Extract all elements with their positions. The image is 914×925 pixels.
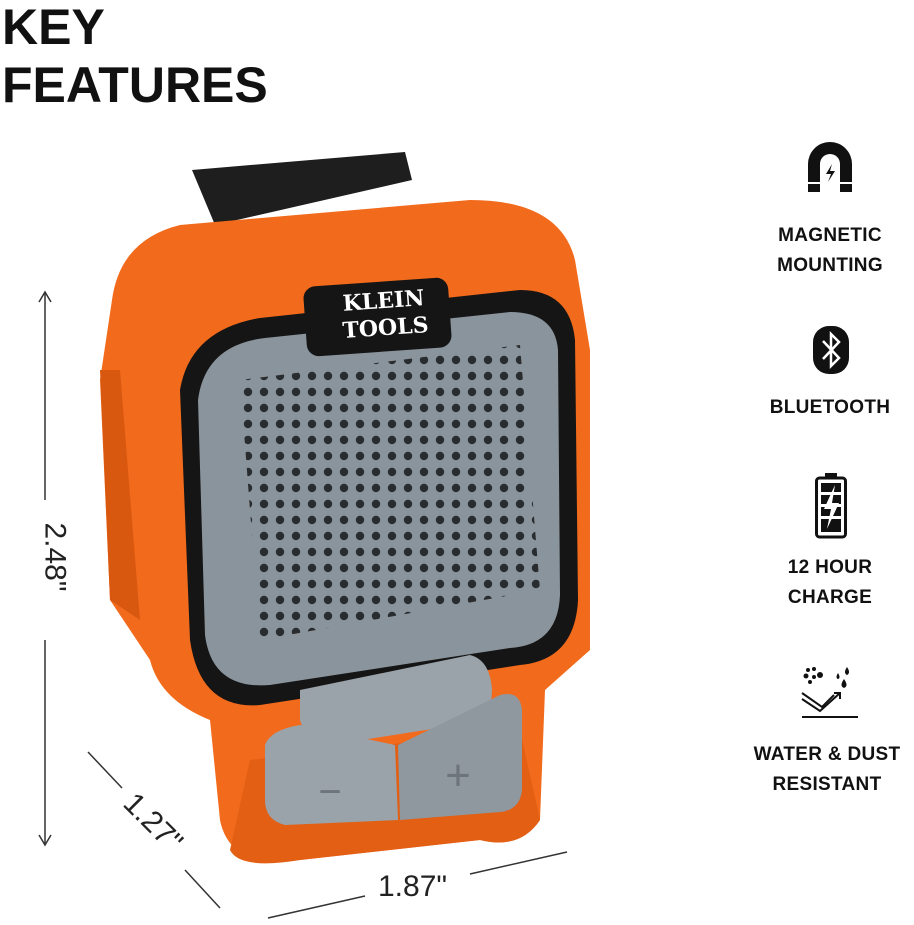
brand-logo-2: TOOLS [342,312,430,344]
belt-clip [192,152,412,225]
volume-up-button [398,694,522,820]
width-dimension: 1.87" [378,870,448,903]
feature-12-hour-charge: 12 HOUR CHARGE [740,553,914,613]
feature-label: CHARGE [787,587,873,608]
magnet-icon [808,142,852,192]
feature-magnetic-mounting: MAGNETIC MOUNTING [740,221,914,281]
bluetooth-icon [813,326,849,374]
height-dimension: 2.48" [38,522,72,592]
feature-label: RESISTANT [772,774,882,795]
battery-charge-icon [815,473,847,539]
title-line-2: FEATURES [2,57,268,113]
water-dust-icon [801,667,858,718]
feature-label: WATER & DUST [753,744,901,765]
feature-label: 12 HOUR [787,557,873,578]
plus-icon: + [445,751,471,800]
feature-bluetooth: BLUETOOTH [740,393,914,423]
volume-down-button [265,725,398,825]
title-line-1: KEY [2,0,105,55]
feature-label: MAGNETIC [778,225,882,246]
brand-logo: KLEIN [342,285,425,317]
feature-label: BLUETOOTH [769,397,891,418]
feature-label: MOUNTING [777,255,883,276]
feature-water-dust-resistant: WATER & DUST RESISTANT [740,740,914,800]
dimension-lines [38,290,568,919]
minus-icon: − [318,770,341,814]
